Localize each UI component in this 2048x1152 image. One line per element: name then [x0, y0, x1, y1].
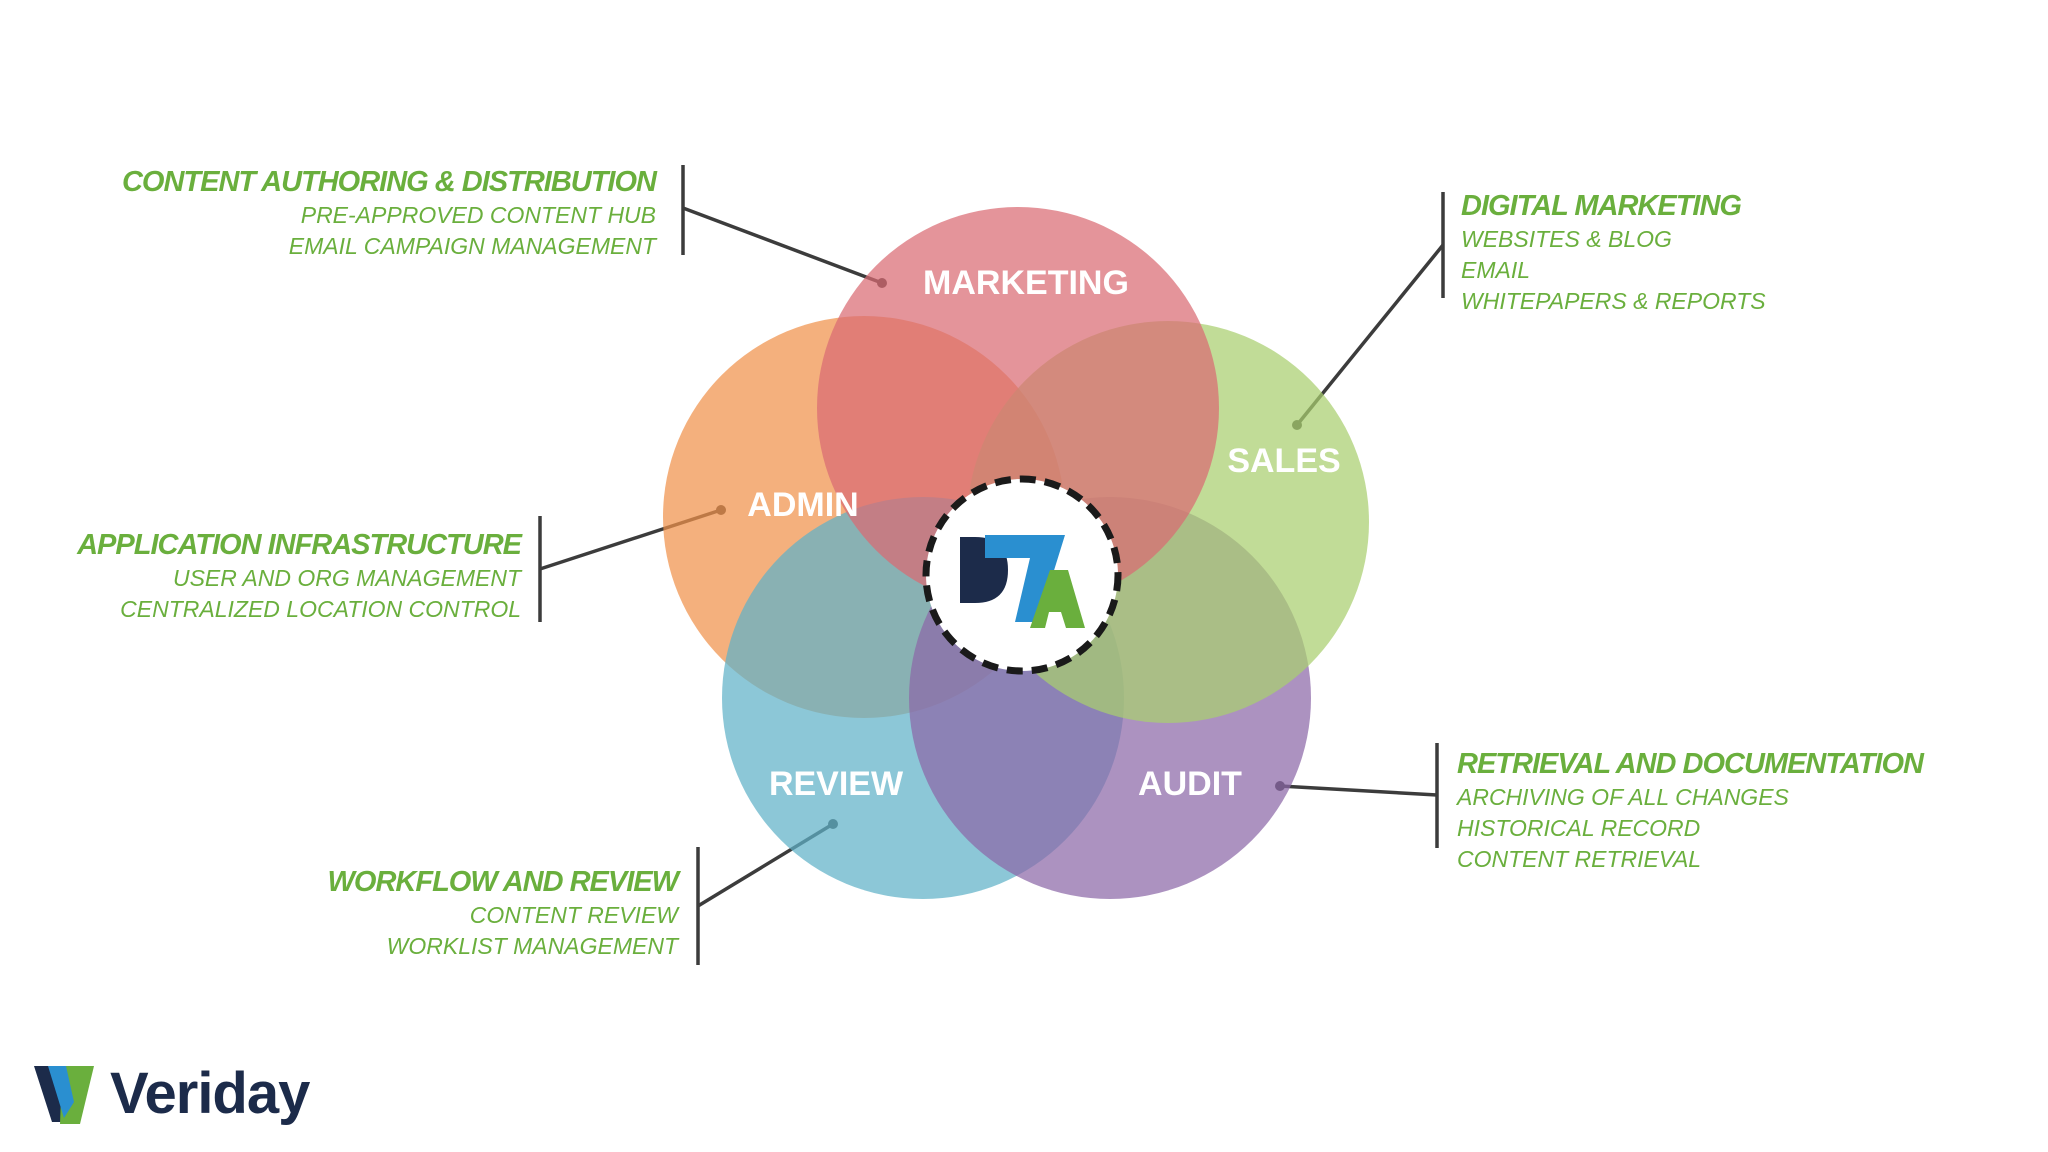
- callout-line: WHITEPAPERS & REPORTS: [1461, 288, 1766, 314]
- callout-line: CENTRALIZED LOCATION CONTROL: [120, 596, 521, 622]
- callout-content-authoring: CONTENT AUTHORING & DISTRIBUTION PRE-APP…: [121, 164, 657, 262]
- callout-retrieval: RETRIEVAL AND DOCUMENTATION ARCHIVING OF…: [1457, 746, 1924, 875]
- callout-title: CONTENT AUTHORING & DISTRIBUTION: [121, 166, 657, 198]
- label-marketing: MARKETING: [923, 264, 1129, 302]
- callout-line: ARCHIVING OF ALL CHANGES: [1457, 784, 1789, 810]
- callout-line: CONTENT REVIEW: [469, 902, 678, 928]
- da-logo-green-a: [1030, 570, 1085, 628]
- center-logo: [922, 475, 1122, 675]
- veriday-wordmark: Veriday: [110, 1061, 310, 1126]
- callout-line: EMAIL CAMPAIGN MANAGEMENT: [288, 233, 656, 259]
- circle-marketing: [817, 207, 1219, 609]
- callout-line: WEBSITES & BLOG: [1461, 226, 1672, 252]
- center-logo-disc: [922, 475, 1122, 675]
- callout-workflow: WORKFLOW AND REVIEW CONTENT REVIEW WORKL…: [327, 864, 679, 962]
- callout-title: DIGITAL MARKETING: [1461, 190, 1742, 222]
- callout-line: USER AND ORG MANAGEMENT: [172, 565, 521, 591]
- callout-title: RETRIEVAL AND DOCUMENTATION: [1457, 748, 1924, 780]
- veriday-v-blue: [48, 1066, 74, 1118]
- veriday-logo: Veriday: [32, 1060, 352, 1130]
- petal-labels: MARKETING SALES AUDIT REVIEW ADMIN: [747, 264, 1340, 803]
- callout-digital-marketing: DIGITAL MARKETING WEBSITES & BLOG EMAIL …: [1461, 188, 1766, 317]
- da-logo-icon: [960, 535, 1085, 628]
- da-logo-blue-stroke: [985, 535, 1065, 622]
- callout-line: WORKLIST MANAGEMENT: [386, 933, 678, 959]
- label-sales: SALES: [1227, 442, 1340, 480]
- callout-line: CONTENT RETRIEVAL: [1457, 846, 1702, 872]
- callout-application-infrastructure: APPLICATION INFRASTRUCTURE USER AND ORG …: [77, 527, 522, 625]
- leader-content-authoring: [682, 206, 883, 285]
- callout-title: APPLICATION INFRASTRUCTURE: [77, 529, 522, 561]
- label-review: REVIEW: [769, 765, 904, 803]
- callout-line: EMAIL: [1461, 257, 1531, 283]
- callout-line: PRE-APPROVED CONTENT HUB: [300, 202, 656, 228]
- label-audit: AUDIT: [1138, 765, 1242, 803]
- label-admin: ADMIN: [747, 486, 858, 524]
- veriday-v-logo-icon: [34, 1066, 94, 1124]
- callout-line: HISTORICAL RECORD: [1457, 815, 1701, 841]
- leader-retrieval: [1279, 784, 1438, 797]
- callout-title: WORKFLOW AND REVIEW: [327, 866, 679, 898]
